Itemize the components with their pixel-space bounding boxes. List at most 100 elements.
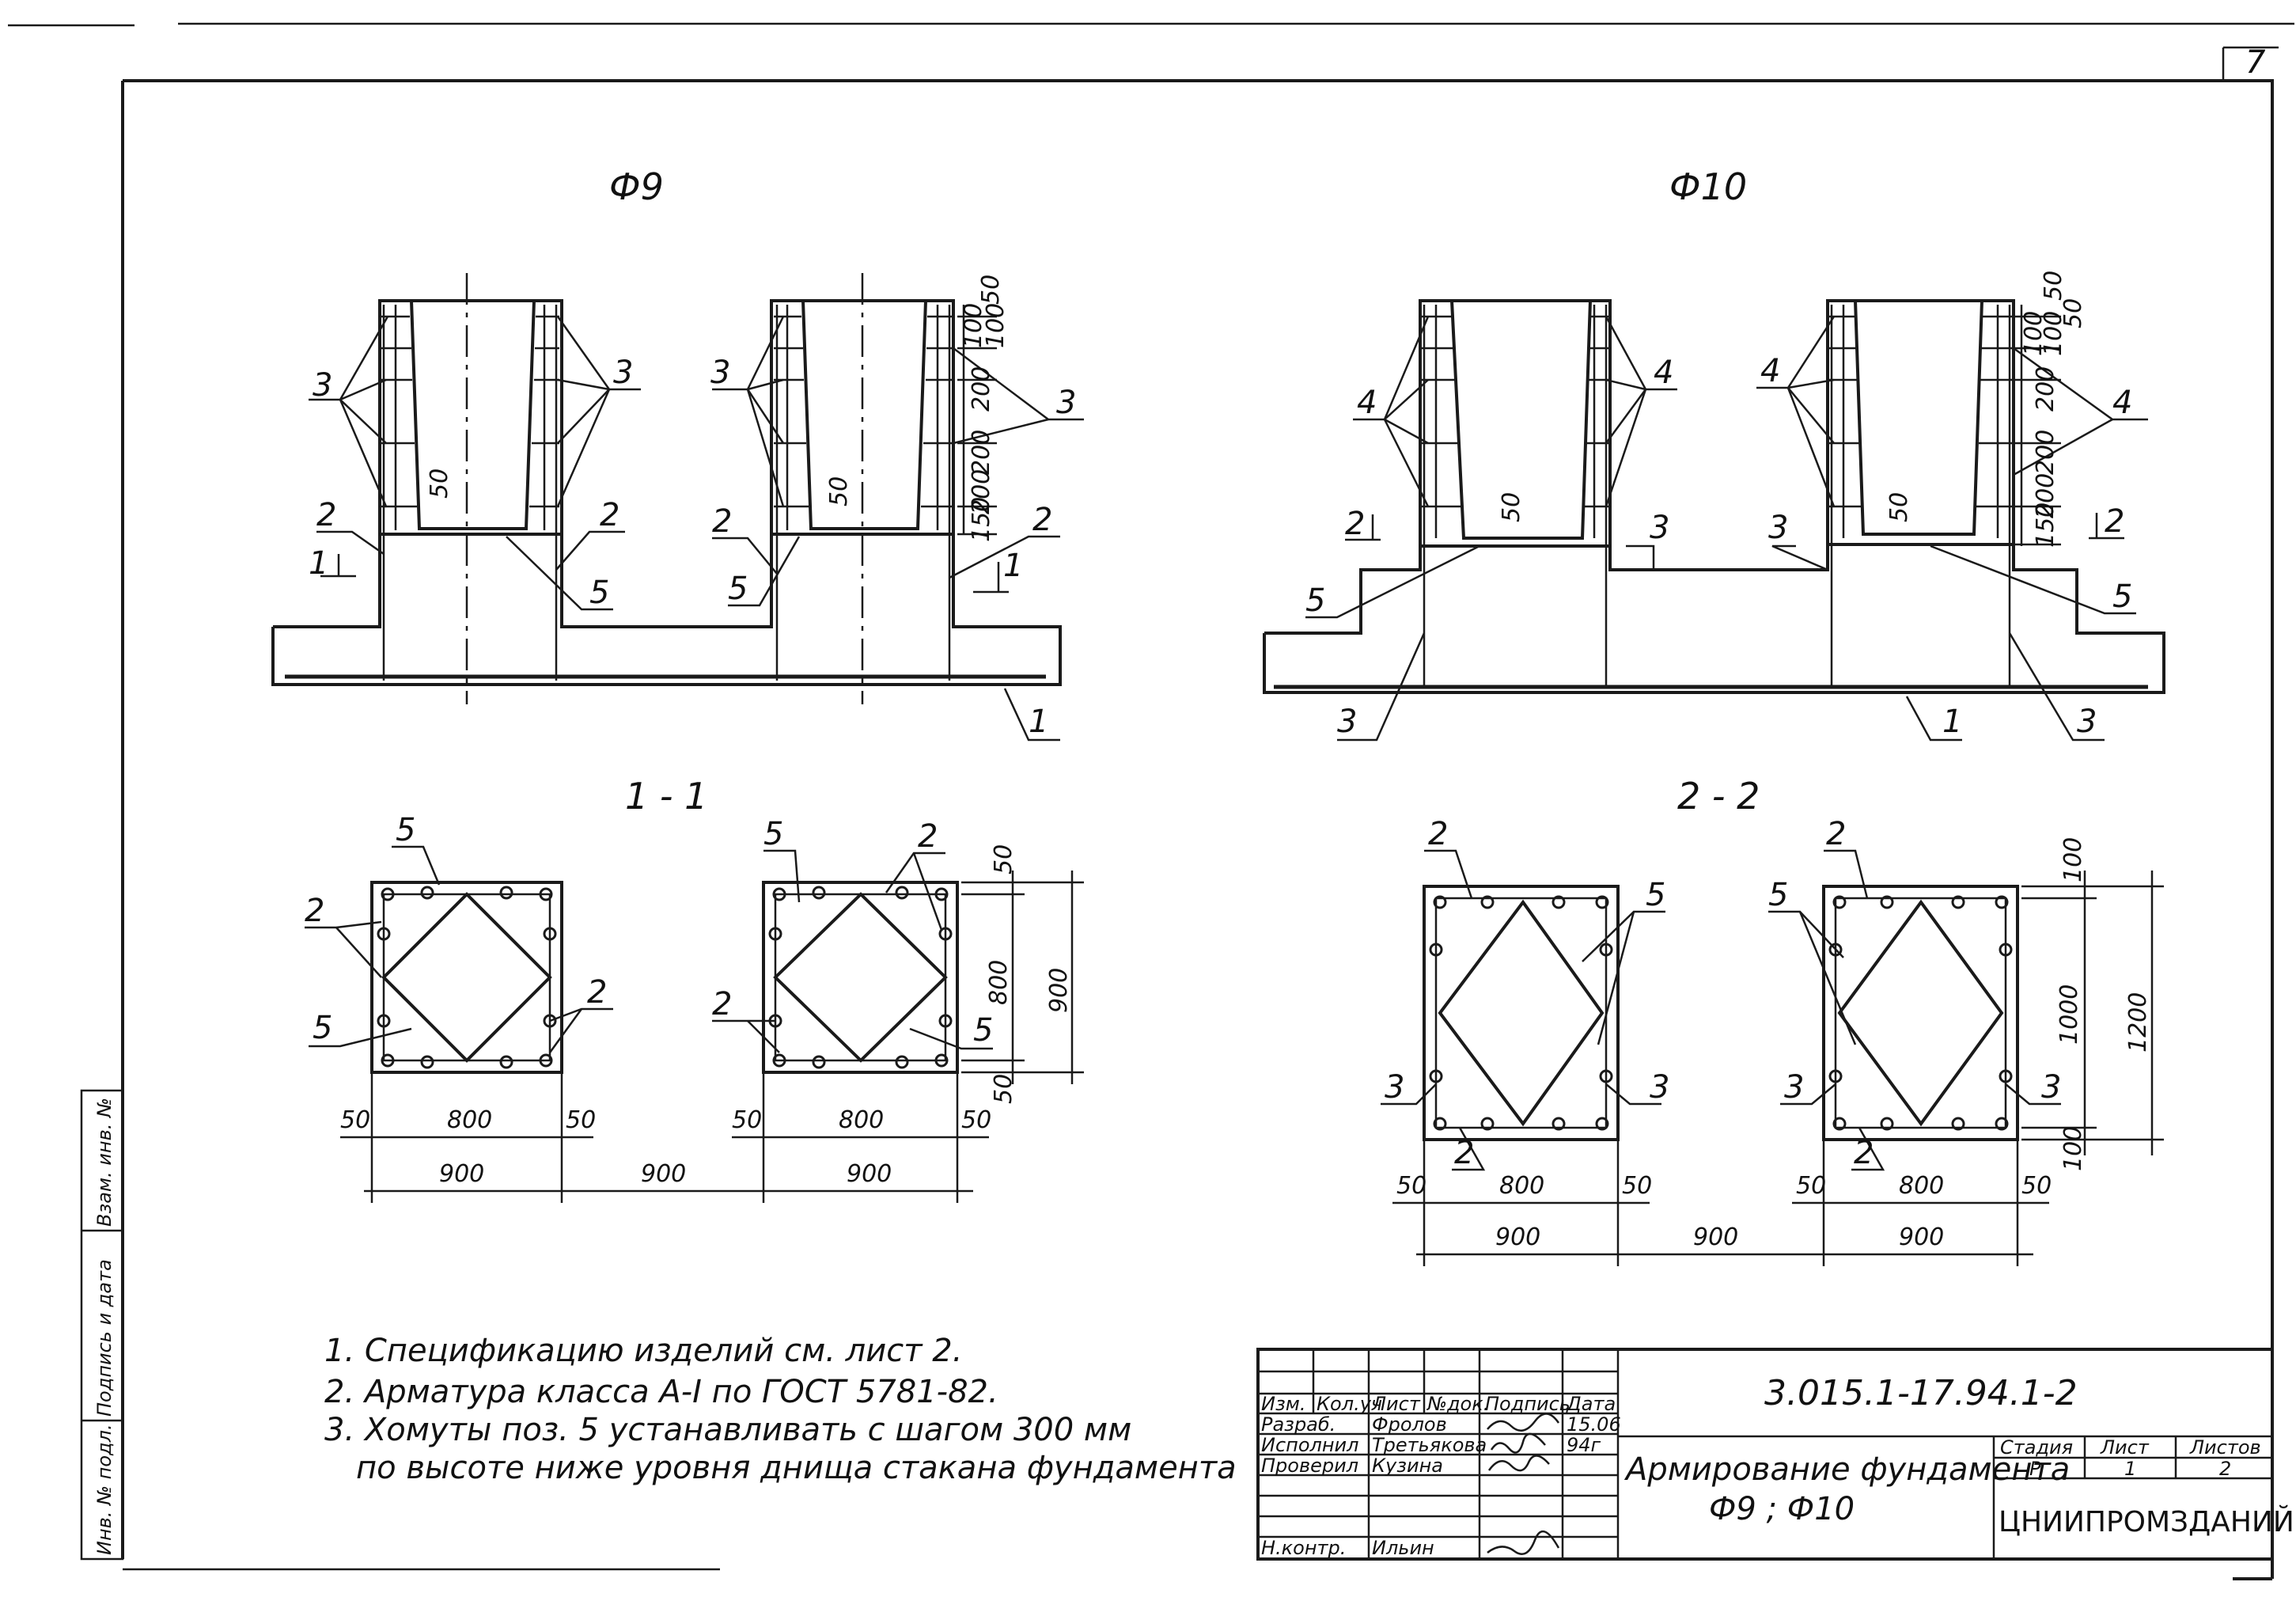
- tb-stage: Р: [2029, 1458, 2041, 1480]
- f10-dim-200-a: 200: [2032, 366, 2059, 412]
- s22-dim-50-a: 50: [1396, 1172, 1426, 1200]
- s22-callout-3-c: 3: [1784, 1069, 1804, 1106]
- f10-callout-4-left: 4: [1357, 385, 1377, 421]
- f9-dim-100-a: 100: [960, 303, 987, 348]
- tb-sheets-label: Листов: [2189, 1436, 2261, 1459]
- f10-elevation: 4 4 4 4 3 3 3 3 5 5 1 2 2 50: [1263, 271, 2165, 742]
- f10-cut-mark-left: 2: [1345, 506, 1365, 542]
- tb-signature-1: [1490, 1432, 1546, 1454]
- tb-role-0: Разраб.: [1261, 1413, 1336, 1436]
- s11-dim-900-d: 900: [1045, 968, 1073, 1013]
- tb-name-1: Третьякова: [1372, 1434, 1487, 1456]
- f10-dim-50-a: 50: [2040, 271, 2067, 301]
- s11-callout-2-d: 2: [712, 986, 732, 1022]
- f9-dim-100-b: 100: [982, 303, 1010, 348]
- tb-name-0: Фролов: [1372, 1413, 1447, 1436]
- tb-signature-3: [1487, 1530, 1560, 1555]
- notes: 1. Спецификацию изделий см. лист 2. 2. А…: [324, 1333, 1237, 1486]
- f9-cut-mark-left: 1: [309, 545, 328, 582]
- s22-callout-2-c: 2: [1826, 816, 1846, 852]
- page-number: 7: [2245, 44, 2266, 81]
- s11-dim-50-a: 50: [340, 1106, 370, 1134]
- s11-dim-50-b: 50: [566, 1106, 596, 1134]
- s22-dim-900-c: 900: [1899, 1223, 1944, 1251]
- f10-callout-4-right-b: 4: [2112, 385, 2132, 421]
- tb-title-line2: Ф9 ; Ф10: [1709, 1491, 1855, 1527]
- f9-cut-mark-right: 1: [1003, 548, 1023, 584]
- s22-dim-50-c: 50: [1796, 1172, 1826, 1200]
- s11-callout-5-c: 5: [763, 816, 783, 852]
- tb-signature-0: [1487, 1413, 1560, 1432]
- view-title-f10: Ф10: [1669, 165, 1747, 208]
- s22-callout-5-a: 5: [1646, 877, 1665, 913]
- f10-callout-3-right: 3: [1768, 510, 1788, 546]
- section-2-2-callouts: 2 5 3 3 2 2 5 3 3 2: [1381, 816, 2061, 1171]
- s22-callout-2-b: 2: [1454, 1135, 1474, 1171]
- f9-callout-3-right-a: 3: [710, 355, 730, 391]
- tb-head-list: Лист: [1371, 1393, 1421, 1415]
- s11-callout-5-b: 5: [313, 1010, 332, 1046]
- s22-dim-900-a: 900: [1495, 1223, 1540, 1251]
- f10-callouts: 4 4 4 4 3 3 3 3 5 5 1 2 2: [1305, 316, 2148, 742]
- s22-callout-3-b: 3: [1650, 1069, 1669, 1106]
- s22-callout-2-a: 2: [1428, 816, 1448, 852]
- f10-dim-50-b: 50: [2059, 298, 2087, 328]
- tb-sheets: 2: [2219, 1458, 2231, 1480]
- s11-dim-900-a: 900: [439, 1160, 484, 1188]
- s11-dim-50-f: 50: [990, 1074, 1017, 1104]
- s11-callout-2-b: 2: [587, 974, 607, 1011]
- s11-dim-800-a: 800: [447, 1106, 492, 1134]
- tb-role-2: Проверил: [1261, 1455, 1358, 1477]
- section-title-2-2: 2 - 2: [1677, 775, 1760, 817]
- section-2-2: 2 5 3 3 2 2 5 3 3 2 50 800: [1381, 816, 2164, 1266]
- f9-dim-200-b: 200: [968, 430, 995, 475]
- s22-dim-50-d: 50: [2021, 1172, 2052, 1200]
- f9-dim-150: 150: [968, 497, 995, 542]
- tb-organization: ЦНИИПРОМЗДАНИЙ: [1999, 1505, 2294, 1538]
- section-1-1-bar-dots: [377, 886, 953, 1069]
- f9-callout-3-mid: 3: [613, 355, 633, 391]
- f9-dim-cavity-right: 50: [825, 476, 853, 506]
- section-1-1-dimensions: 50 800 50 50 800 50 900 900 900 50 800 5…: [340, 844, 1084, 1203]
- section-1-1-callouts: 5 2 5 2 5 2 2 5: [305, 812, 993, 1053]
- f10-callout-3-bottom-right: 3: [2077, 704, 2097, 740]
- revision-grid: [1258, 1349, 1618, 1559]
- note-4: по высоте ниже уровня днища стакана фунд…: [356, 1450, 1237, 1486]
- tb-role-3: Н.контр.: [1261, 1537, 1346, 1559]
- view-title-f9: Ф9: [609, 165, 664, 208]
- s11-dim-800-c: 800: [985, 960, 1013, 1005]
- note-3: 3. Хомуты поз. 5 устанавливать с шагом 3…: [324, 1412, 1131, 1448]
- f9-mesh-ties: [381, 315, 952, 508]
- f10-callout-1: 1: [1942, 704, 1962, 740]
- f9-callouts: 3 3 3 3 2 2 2 2 5 5 1 1 1: [309, 316, 1084, 742]
- s22-dim-800-a: 800: [1499, 1172, 1544, 1200]
- s11-callout-2-a: 2: [305, 893, 324, 929]
- f9-dim-50-top: 50: [977, 275, 1005, 305]
- f9-callout-2-mid-right: 2: [712, 503, 732, 540]
- s11-callout-2-c: 2: [918, 818, 938, 855]
- f10-dim-100-a: 100: [2020, 311, 2048, 356]
- note-2: 2. Арматура класса А-I по ГОСТ 5781-82.: [324, 1374, 998, 1410]
- side-stamp-inventory: Инв. № подл.: [93, 1424, 116, 1555]
- f10-callout-3-mid: 3: [1650, 510, 1669, 546]
- f10-dim-150: 150: [2032, 503, 2059, 548]
- tb-name-3: Ильин: [1372, 1537, 1434, 1559]
- tb-sheet-label: Лист: [2100, 1436, 2150, 1459]
- side-stamp-signature-date: Подпись и дата: [93, 1259, 116, 1417]
- f9-dim-200-c: 200: [968, 469, 995, 514]
- title-block: Изм. Кол.уч Лист №док. Подпись Дата Разр…: [1256, 1348, 2294, 1561]
- section-title-1-1: 1 - 1: [625, 775, 707, 817]
- tb-date-1: 94г: [1567, 1434, 1601, 1456]
- s11-dim-900-c: 900: [847, 1160, 892, 1188]
- f9-elevation: 3 3 3 3 2 2 2 2 5 5 1 1 1: [271, 273, 1084, 742]
- f9-dimensions: 50 50 50 100 100 200 200 200 150: [426, 275, 1010, 542]
- tb-title-line1: Армирование фундамента: [1623, 1451, 2070, 1488]
- s11-dim-50-c: 50: [732, 1106, 762, 1134]
- s22-dim-900-b: 900: [1693, 1223, 1738, 1251]
- tb-date-0: 15.06: [1567, 1413, 1621, 1436]
- f10-cut-mark-right: 2: [2105, 503, 2124, 540]
- f10-dimensions: 50 50 50 50 100 100 200 200 200 150: [1498, 271, 2087, 548]
- s11-callout-5-d: 5: [973, 1012, 993, 1049]
- note-1: 1. Спецификацию изделий см. лист 2.: [324, 1333, 962, 1369]
